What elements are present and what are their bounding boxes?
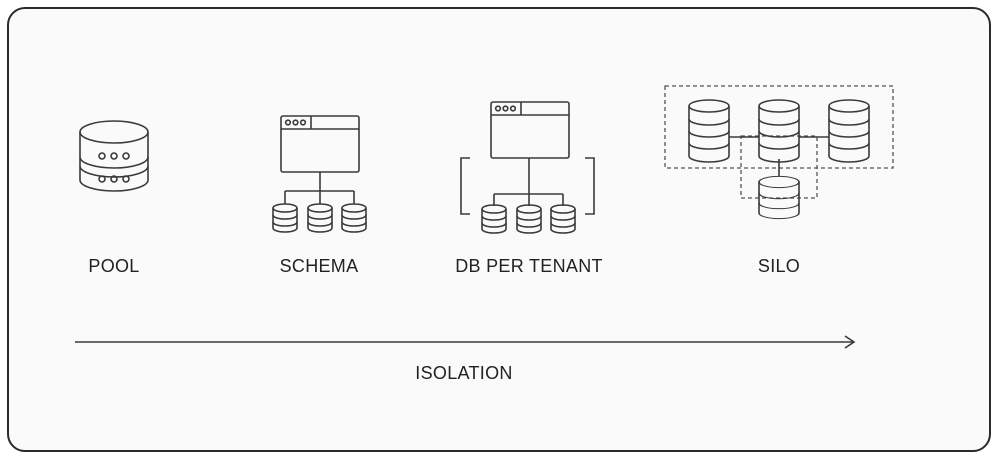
pool-label: POOL <box>88 256 139 276</box>
tenant-db-icon <box>481 204 507 234</box>
silo-db-icon <box>758 99 800 163</box>
pool-database-icon <box>79 120 149 192</box>
tenant-db-icon <box>550 204 576 234</box>
schema-icon <box>272 115 367 233</box>
schema-window-icon <box>280 115 360 173</box>
silo-db-icon <box>828 99 870 163</box>
schema-db-icon <box>307 203 333 233</box>
silo-icon <box>664 85 894 220</box>
isolation-axis-arrow <box>75 335 856 349</box>
schema-db-icon <box>272 203 298 233</box>
tenant-window-icon <box>490 101 570 159</box>
db-per-tenant-icon <box>460 101 595 234</box>
db-per-tenant-label: DB PER TENANT <box>455 256 603 276</box>
isolation-axis-label: ISOLATION <box>415 363 512 383</box>
silo-db-icon <box>758 175 800 220</box>
silo-db-icon <box>688 99 730 163</box>
schema-db-icon <box>341 203 367 233</box>
tenant-db-icon <box>516 204 542 234</box>
silo-label: SILO <box>758 256 800 276</box>
schema-label: SCHEMA <box>280 256 359 276</box>
diagram-frame <box>7 7 991 452</box>
